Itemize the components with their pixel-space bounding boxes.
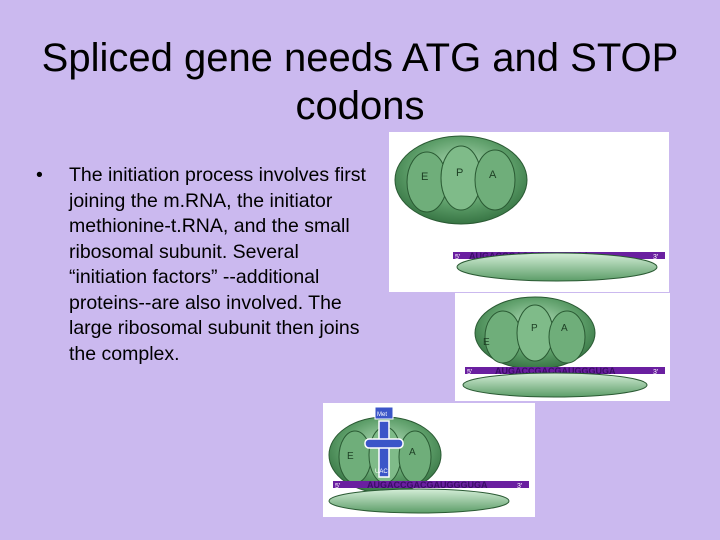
site-e-label: E (347, 451, 354, 462)
bullet-text: The initiation process involves first jo… (69, 164, 366, 365)
small-subunit (462, 372, 648, 398)
mrna-strand (333, 481, 529, 488)
three-prime-label: 3' (653, 254, 658, 261)
bullet-marker: • (36, 164, 43, 186)
ribosome-illustration-3: E A Met UAC AUGACCGACGAUGGGUGA 5' 3' (328, 406, 529, 514)
site-a-label: A (489, 169, 497, 181)
ribosome-figure-1: E P A AUGACCGACGAUGGGUGA 5' 3' (389, 132, 669, 292)
slide-title: Spliced gene needs ATG and STOP codons (41, 36, 679, 128)
five-prime-label: 5' (467, 369, 472, 376)
initiator-trna: Met UAC (364, 406, 404, 478)
small-subunit (328, 488, 510, 514)
site-a-label: A (561, 323, 568, 334)
site-p-label: P (531, 323, 538, 334)
small-subunit (456, 252, 658, 282)
trna-amino-acid-label: Met (377, 412, 387, 418)
five-prime-label: 5' (335, 483, 340, 490)
site-a-label: A (409, 447, 416, 458)
three-prime-label: 3' (517, 483, 522, 490)
site-e-label: E (483, 337, 490, 348)
five-prime-label: 5' (455, 254, 460, 261)
mrna-strand (465, 367, 665, 374)
three-prime-label: 3' (653, 369, 658, 376)
anticodon-label: UAC (375, 469, 388, 475)
site-e-label: E (421, 171, 428, 183)
ribosome-illustration-1: E P A AUGACCGACGAUGGGUGA 5' 3' (394, 135, 665, 282)
mrna-sequence: AUGACCGACGAUGGGUGA (367, 480, 488, 490)
site-p-label: P (456, 167, 463, 179)
mrna-sequence: AUGACCGACGAUGGGUGA (495, 366, 616, 376)
bullet-paragraph: • The initiation process involves first … (36, 163, 366, 367)
ribosome-figure-2: E P A AUGACCGACGAUGGGUGA 5' 3' (455, 293, 670, 401)
ribosome-figure-3: E A Met UAC AUGACCGACGAUGGGUGA 5' 3' (323, 403, 535, 517)
ribosome-illustration-2: E P A AUGACCGACGAUGGGUGA 5' 3' (462, 296, 665, 398)
